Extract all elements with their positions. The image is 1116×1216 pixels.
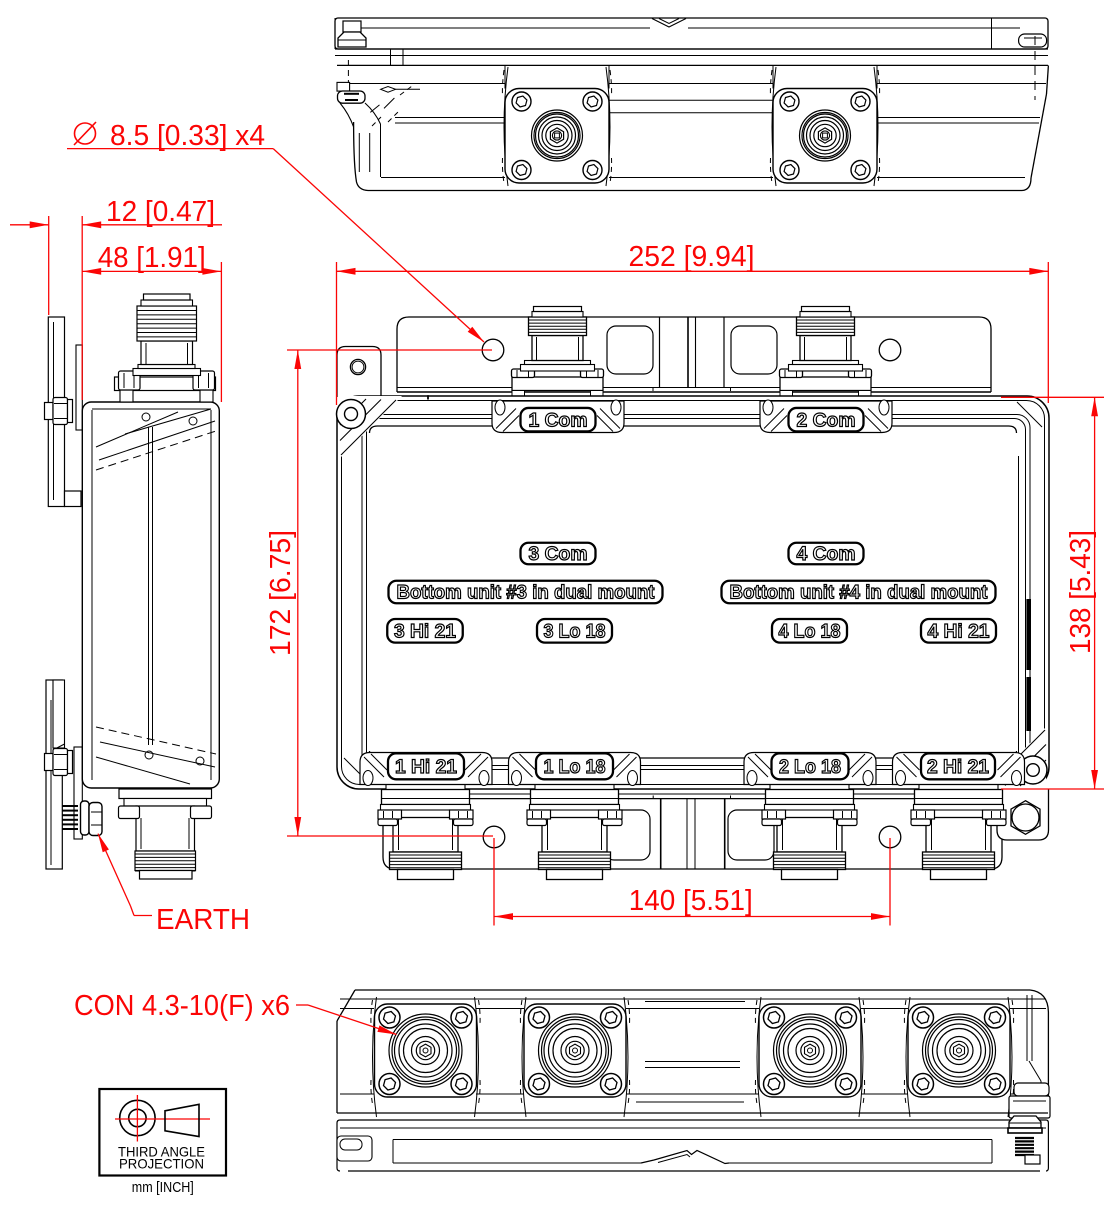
svg-text:4 Lo 18: 4 Lo 18 (779, 621, 841, 643)
svg-text:1 Lo 18: 1 Lo 18 (544, 756, 606, 778)
svg-text:EARTH: EARTH (156, 904, 250, 936)
svg-text:2 Com: 2 Com (797, 409, 856, 431)
svg-text:138 [5.43]: 138 [5.43] (1065, 530, 1097, 654)
svg-text:Bottom unit #3 in dual mount: Bottom unit #3 in dual mount (397, 582, 655, 604)
svg-text:4 Hi 21: 4 Hi 21 (928, 621, 990, 643)
svg-text:48 [1.91]: 48 [1.91] (98, 242, 206, 274)
svg-text:1 Hi 21: 1 Hi 21 (395, 756, 457, 778)
svg-text:3 Hi 21: 3 Hi 21 (394, 621, 456, 643)
svg-text:PROJECTION: PROJECTION (119, 1156, 204, 1172)
svg-text:140 [5.51]: 140 [5.51] (629, 885, 753, 917)
svg-text:172 [6.75]: 172 [6.75] (265, 530, 297, 656)
svg-text:4 Com: 4 Com (797, 543, 856, 565)
svg-text:8.5 [0.33] x4: 8.5 [0.33] x4 (110, 120, 265, 152)
svg-text:12 [0.47]: 12 [0.47] (106, 196, 215, 228)
svg-text:2 Hi 21: 2 Hi 21 (927, 756, 989, 778)
svg-text:Bottom unit #4 in dual mount: Bottom unit #4 in dual mount (730, 582, 988, 604)
svg-text:CON 4.3-10(F) x6: CON 4.3-10(F) x6 (74, 990, 290, 1022)
svg-text:THIRD ANGLE: THIRD ANGLE (118, 1144, 205, 1160)
svg-text:3 Com: 3 Com (529, 543, 588, 565)
svg-text:mm [INCH]: mm [INCH] (132, 1180, 194, 1196)
svg-text:3 Lo 18: 3 Lo 18 (544, 621, 606, 643)
svg-text:252 [9.94]: 252 [9.94] (629, 241, 755, 273)
svg-text:1 Com: 1 Com (529, 409, 588, 431)
svg-text:2 Lo 18: 2 Lo 18 (779, 756, 841, 778)
